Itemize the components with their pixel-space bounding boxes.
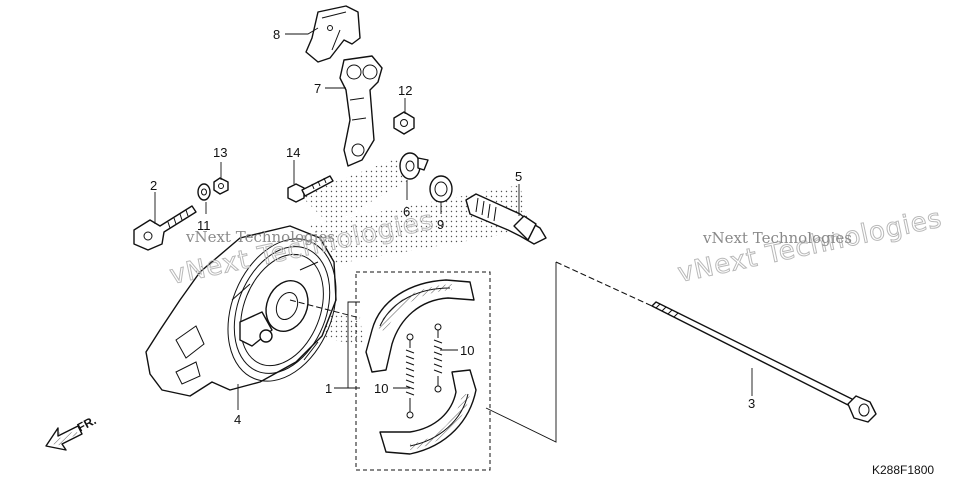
callout-2: 2: [150, 178, 157, 193]
brake-arm-part: [339, 55, 383, 167]
drawing-code: K288F1800: [872, 463, 934, 477]
callout-labels: 8 7 12 14 13 2 11 6 9 5 4 1 10 10 3: [150, 27, 755, 427]
callout-12: 12: [398, 83, 412, 98]
brake-shoe-upper: [365, 279, 475, 373]
indicator-plate-part: [399, 152, 429, 180]
callout-1: 1: [325, 381, 332, 396]
callout-14: 14: [286, 145, 300, 160]
callout-9: 9: [437, 217, 444, 232]
callout-4: 4: [234, 412, 241, 427]
washer-part-11: [197, 183, 211, 201]
bolt-part-14: [287, 175, 334, 203]
nut-part-13: [213, 177, 229, 195]
callout-leaders: [154, 27, 753, 410]
callout-7: 7: [314, 81, 321, 96]
nut-part-12: [393, 111, 415, 135]
watermark-right-small: vNext Technologies: [702, 229, 852, 247]
watermark-left-small: vNext Technologies: [185, 228, 335, 246]
brake-shoe-group-box: [355, 271, 491, 471]
axle-part: [651, 301, 877, 423]
spring-part-left: [405, 333, 415, 419]
brake-cam-part: [465, 193, 547, 245]
axle-assembly-lines: [289, 261, 653, 443]
front-direction-indicator: FR.: [45, 413, 98, 451]
brake-shoe-lower: [379, 369, 477, 455]
callout-8: 8: [273, 27, 280, 42]
brake-panel-part: [145, 225, 337, 397]
callout-13: 13: [213, 145, 227, 160]
callout-10-left: 10: [374, 381, 388, 396]
callout-5: 5: [515, 169, 522, 184]
callout-3: 3: [748, 396, 755, 411]
spring-part-right: [433, 323, 443, 393]
callout-11: 11: [197, 218, 211, 233]
seal-part: [429, 175, 453, 203]
callout-10-right: 10: [460, 343, 474, 358]
callout-6: 6: [403, 204, 410, 219]
lever-cover-part: [305, 5, 361, 63]
